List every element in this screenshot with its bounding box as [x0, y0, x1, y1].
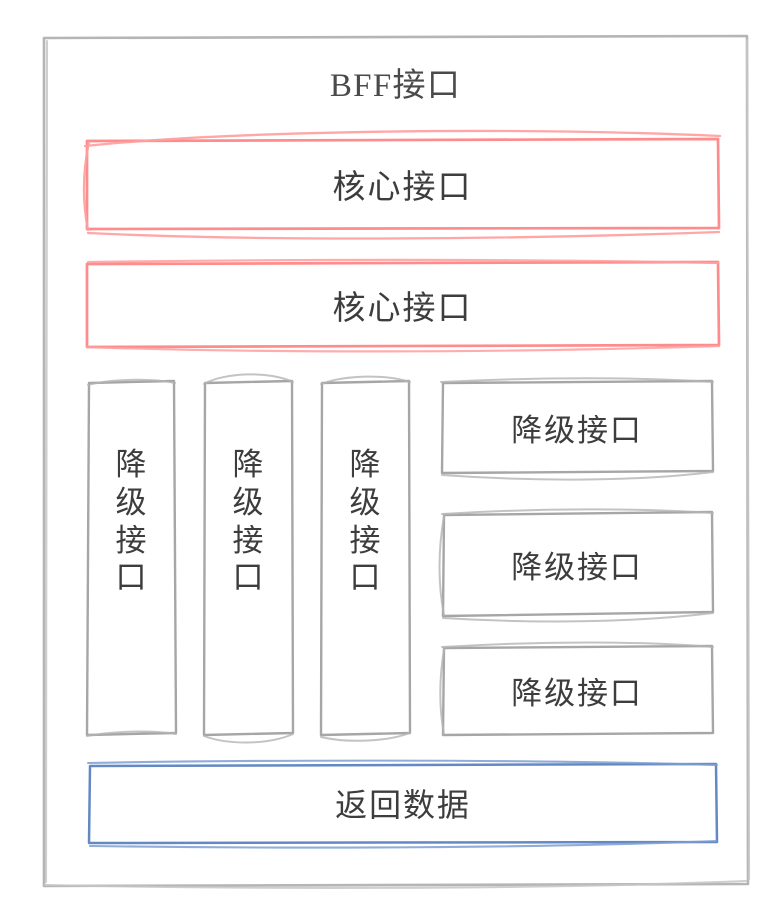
- vertical-char: 接: [232, 522, 264, 558]
- node-return-data[interactable]: 返回数据: [335, 787, 471, 823]
- vertical-char: 接: [115, 522, 147, 558]
- node-fallback-row-1[interactable]: 降级接口: [511, 412, 643, 448]
- node-core-2[interactable]: 核心接口: [332, 290, 473, 327]
- vertical-char: 接: [349, 522, 381, 558]
- node-fallback-col-3[interactable]: 降级接口: [320, 380, 410, 735]
- vertical-char: 降: [115, 447, 147, 482]
- vertical-char: 口: [232, 560, 264, 596]
- vertical-char: 级: [115, 484, 147, 520]
- vertical-char: 级: [232, 484, 264, 520]
- vertical-char: 口: [349, 560, 381, 596]
- vertical-char: 降: [232, 447, 264, 482]
- vertical-char: 级: [349, 484, 381, 520]
- node-core-1[interactable]: 核心接口: [332, 170, 473, 206]
- node-fallback-col-2[interactable]: 降级接口: [203, 380, 293, 735]
- node-fallback-col-1[interactable]: 降级接口: [87, 380, 175, 735]
- page-title: BFF接口: [329, 68, 462, 104]
- node-fallback-row-3[interactable]: 降级接口: [511, 676, 643, 711]
- vertical-char: 口: [115, 560, 147, 596]
- vertical-char: 降: [349, 447, 381, 482]
- node-fallback-row-2[interactable]: 降级接口: [511, 549, 643, 585]
